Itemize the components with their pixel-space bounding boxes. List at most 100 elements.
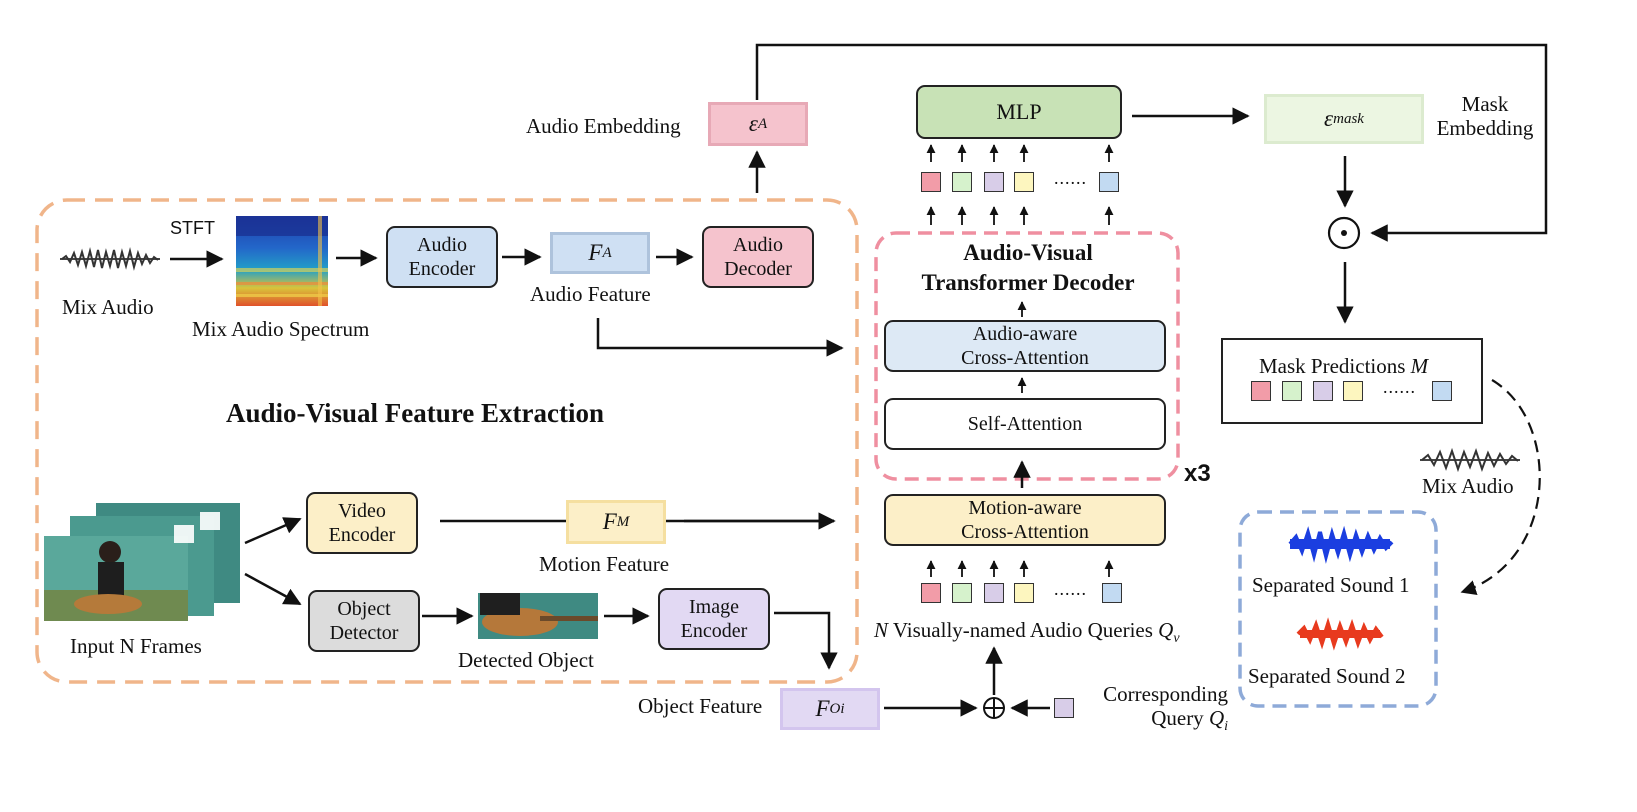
query-square-2 xyxy=(952,583,972,603)
query-square-2-top xyxy=(952,172,972,192)
extraction-group-frame xyxy=(35,198,859,684)
decoder-title-line2: Transformer Decoder xyxy=(921,270,1135,295)
audio-encoder-line2: Encoder xyxy=(408,258,476,280)
mask-embedding-line2: Embedding xyxy=(1436,116,1534,140)
mix-audio-waveform-icon xyxy=(60,247,160,271)
input-frames-image xyxy=(44,503,240,621)
audio-aware-line2: Cross-Attention xyxy=(961,347,1089,369)
object-detector-line1: Object xyxy=(337,598,391,620)
audio-embedding-symbol: ε xyxy=(748,111,758,136)
ellipsis-mask: ...... xyxy=(1383,377,1416,397)
audio-aware-line1: Audio-aware xyxy=(972,323,1078,345)
corresponding-line2: Query Qi xyxy=(1084,706,1228,739)
audio-aware-cross-attention-box: Audio-aware Cross-Attention xyxy=(884,320,1166,372)
stft-label: STFT xyxy=(170,218,215,238)
query-square-3-top xyxy=(984,172,1004,192)
add-icon xyxy=(983,697,1005,719)
motion-aware-line1: Motion-aware xyxy=(968,497,1082,519)
corresponding-line1: Corresponding xyxy=(1103,682,1228,706)
mix-audio-right-label: Mix Audio xyxy=(1422,474,1514,498)
corresponding-query-square xyxy=(1054,698,1074,718)
separated-sound-2-label: Separated Sound 2 xyxy=(1248,664,1406,688)
audio-decoder-box: Audio Decoder xyxy=(702,226,814,288)
elementwise-product-icon xyxy=(1327,216,1361,250)
query-square-1 xyxy=(921,583,941,603)
input-frames-label: Input N Frames xyxy=(70,634,202,658)
separated-group-frame xyxy=(1238,510,1438,708)
video-encoder-line2: Encoder xyxy=(328,524,396,546)
audio-decoder-line1: Audio xyxy=(733,234,783,256)
mask-embedding-symbol: ε xyxy=(1324,106,1334,131)
query-square-4 xyxy=(1014,583,1034,603)
mlp-box: MLP xyxy=(916,85,1122,139)
audio-feature-label: Audio Feature xyxy=(530,282,651,306)
query-square-3 xyxy=(984,583,1004,603)
mask-embedding-label: Mask Embedding xyxy=(1430,92,1540,140)
ellipsis-top: ...... xyxy=(1054,168,1087,188)
object-detector-line2: Detector xyxy=(329,622,399,644)
corresponding-query-label: Corresponding Query Qi xyxy=(1084,682,1228,739)
video-encoder-box: Video Encoder xyxy=(306,492,418,554)
mask-square-1 xyxy=(1251,381,1271,401)
mix-audio-spectrum-label: Mix Audio Spectrum xyxy=(192,317,370,341)
mask-to-separated-arrow xyxy=(1460,379,1541,595)
motion-feature-sub: M xyxy=(616,513,630,530)
mask-square-4 xyxy=(1343,381,1363,401)
audio-feature-sub: A xyxy=(602,244,612,261)
self-attention-box: Self-Attention xyxy=(884,398,1166,450)
mask-embedding-line1: Mask xyxy=(1461,92,1509,116)
queries-text: Visually-named Audio Queries xyxy=(888,618,1159,642)
corresponding-line2-text: Query xyxy=(1151,706,1209,730)
audio-encoder-box: Audio Encoder xyxy=(386,226,498,288)
audio-embedding-sub: A xyxy=(757,115,768,132)
separated-sound-1-waveform-icon xyxy=(1288,525,1394,564)
queries-sub: v xyxy=(1173,631,1180,647)
object-feature-label: Object Feature xyxy=(638,694,763,718)
audio-decoder-line2: Decoder xyxy=(724,258,792,280)
decoder-title: Audio-Visual Transformer Decoder xyxy=(880,238,1176,298)
object-feature-sub: Oi xyxy=(829,700,845,717)
mlp-label: MLP xyxy=(996,99,1042,124)
audio-embedding-label: Audio Embedding xyxy=(526,114,681,138)
motion-aware-line2: Cross-Attention xyxy=(961,521,1089,543)
motion-aware-cross-attention-box: Motion-aware Cross-Attention xyxy=(884,494,1166,546)
mask-square-2 xyxy=(1282,381,1302,401)
image-encoder-line1: Image xyxy=(689,596,739,618)
detected-object-image xyxy=(478,593,598,639)
decoder-title-line1: Audio-Visual xyxy=(963,240,1093,265)
queries-symbol: Q xyxy=(1158,618,1174,642)
mask-predictions-symbol: M xyxy=(1410,354,1429,378)
object-detector-box: Object Detector xyxy=(308,590,420,652)
separated-sound-2-waveform-icon xyxy=(1296,617,1384,651)
corresponding-symbol: Q xyxy=(1208,706,1225,730)
query-square-1-top xyxy=(921,172,941,192)
query-square-n-top xyxy=(1099,172,1119,192)
image-encoder-line2: Encoder xyxy=(680,620,748,642)
detected-object-label: Detected Object xyxy=(458,648,594,672)
motion-feature-symbol: F xyxy=(602,509,617,534)
video-encoder-line1: Video xyxy=(338,500,386,522)
object-feature-symbol: F xyxy=(815,696,830,721)
queries-label: N Visually-named Audio Queries Qv xyxy=(874,618,1180,651)
ellipsis-bottom: ...... xyxy=(1054,579,1087,599)
mask-square-3 xyxy=(1313,381,1333,401)
self-attention-label: Self-Attention xyxy=(967,413,1083,435)
mask-predictions-text: Mask Predictions xyxy=(1259,354,1411,378)
motion-feature-label: Motion Feature xyxy=(539,552,670,576)
mask-embedding-sub: mask xyxy=(1333,110,1364,127)
separated-sound-1-label: Separated Sound 1 xyxy=(1252,573,1410,597)
spectrogram-image xyxy=(236,216,328,306)
image-encoder-box: Image Encoder xyxy=(658,588,770,650)
audio-feature-symbol: F xyxy=(588,240,603,265)
repeat-label: x3 xyxy=(1184,460,1211,487)
mix-audio-waveform-right-icon xyxy=(1420,447,1520,473)
audio-encoder-line1: Audio xyxy=(417,234,467,256)
queries-n: N xyxy=(874,618,889,642)
query-square-n xyxy=(1102,583,1122,603)
small-arrows xyxy=(926,144,1114,577)
